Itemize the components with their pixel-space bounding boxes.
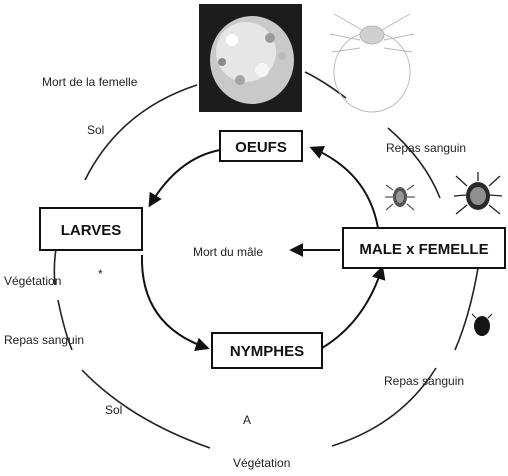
label-sol-bottom: Sol [105,403,122,417]
box-male-femelle-label: MALE x FEMELLE [359,241,488,258]
label-mort-male: Mort du mâle [193,245,263,259]
adult-female-tick-photo [454,172,502,214]
label-sol-top: Sol [87,123,104,137]
arrow-larves-to-nymphes [142,255,207,348]
label-star: * [98,267,103,281]
label-repas-top-right: Repas sanguin [386,141,466,155]
arrow-oeufs-to-larves [150,150,220,205]
label-mort-femelle: Mort de la femelle [42,75,138,89]
box-nymphes-label: NYMPHES [230,343,304,360]
outer-arc-right-lower [455,268,478,350]
nymph-tick-photo [472,314,492,336]
arrow-adults-to-oeufs [312,148,378,228]
adult-male-tick-photo [385,185,415,210]
outer-arc-right-upper [388,128,440,198]
label-vegetation-left: Végétation [4,274,61,288]
box-nymphes: NYMPHES [212,333,322,368]
egg-mass-photo [199,4,302,112]
label-vegetation-bottom: Végétation [233,456,290,470]
arrow-nymphes-to-adults [322,268,382,348]
box-larves: LARVES [40,208,142,250]
engorged-female-tick-drawing [330,14,414,112]
box-oeufs-label: OEUFS [235,139,287,156]
label-repas-left: Repas sanguin [4,333,84,347]
label-marker-a: A [243,413,251,427]
box-larves-label: LARVES [61,222,122,239]
outer-arc-bottom-left [82,370,210,448]
box-oeufs: OEUFS [220,131,302,161]
box-male-femelle: MALE x FEMELLE [343,228,505,268]
label-repas-bottom-right: Repas sanguin [384,374,464,388]
